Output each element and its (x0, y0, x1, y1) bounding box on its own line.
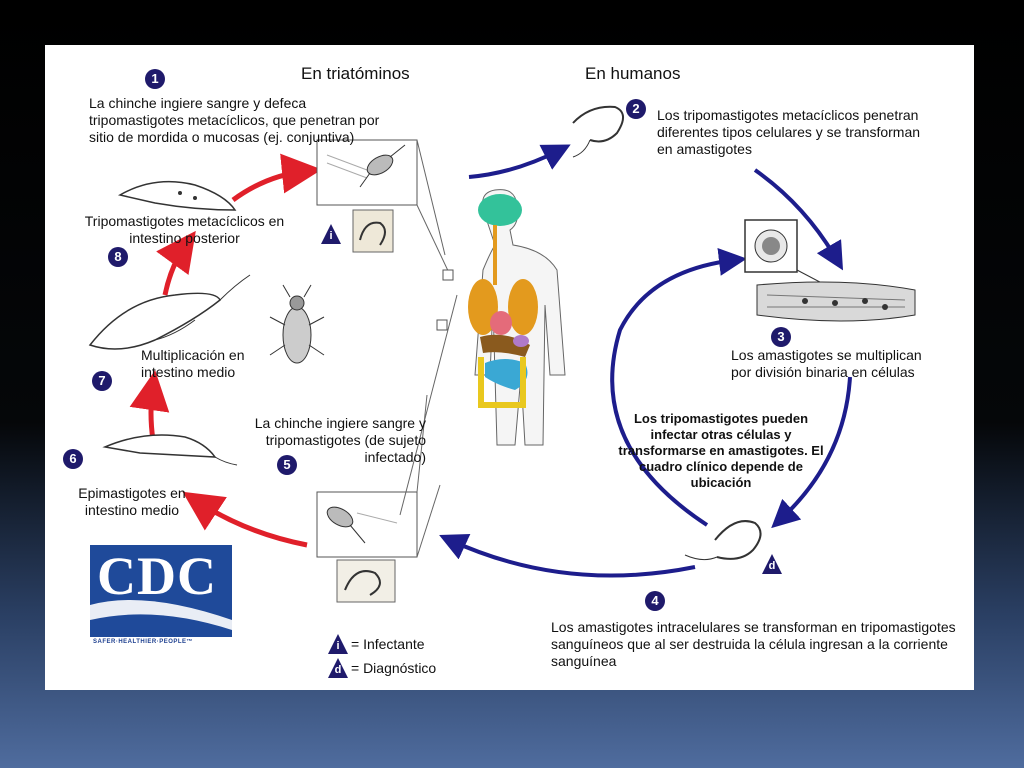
step-4-badge: 4 (645, 591, 665, 611)
step-1-text: La chinche ingiere sangre y defeca tripo… (89, 95, 380, 145)
human-figure (468, 189, 566, 446)
cdc-logo-text: CDC (97, 546, 217, 606)
step-6-text: Epimastigotes en intestino medio (78, 485, 186, 518)
step-8-badge: 8 (108, 247, 128, 267)
step-5-badge: 5 (277, 455, 297, 475)
infected-cell-box (744, 219, 798, 273)
step-2-text: Los tripomastigotes metacíclicos penetra… (657, 107, 921, 157)
step-4-text: Los amastigotes intracelulares se transf… (551, 619, 956, 669)
step-3-badge: 3 (771, 327, 791, 347)
step-7-badge: 7 (92, 371, 112, 391)
trypomastigote-box-1 (352, 209, 394, 253)
trypomastigote-2 (572, 105, 624, 143)
trypomastigote-box-5 (336, 559, 396, 603)
infective-marker-icon: i (320, 223, 342, 245)
legend-diagnostic-label: = Diagnóstico (351, 660, 437, 676)
step-6-badge: 6 (63, 449, 83, 469)
legend-infective-icon: i (327, 633, 349, 655)
trypomastigote-8 (117, 180, 237, 211)
cdc-logo-tagline: SAFER·HEALTHIER·PEOPLE™ (93, 639, 194, 645)
step-3-text: Los amastigotes se multiplican por divis… (731, 347, 922, 380)
arrow-4-to-5 (439, 533, 696, 578)
trypomastigote-4 (714, 520, 762, 560)
step-7-text: Multiplicación en intestino medio (141, 347, 245, 380)
epimastigote-7 (88, 292, 221, 350)
heart (490, 311, 512, 335)
step-2-badge: 2 (626, 99, 646, 119)
lung-right (508, 279, 538, 335)
colon (478, 357, 526, 408)
header-vector: En triatóminos (301, 64, 410, 83)
center-note: Los tripomastigotes pueden infectar otra… (618, 411, 824, 490)
step-1-badge: 1 (145, 69, 165, 89)
intestine-small (485, 359, 528, 390)
arrow-2-to-3 (753, 168, 844, 271)
brain (478, 194, 522, 226)
legend-infective-label: = Infectante (351, 636, 425, 652)
bug-feeding-box (316, 491, 418, 558)
arrow-7-to-8 (156, 230, 196, 296)
arrow-inner-loop (610, 247, 747, 527)
arrow-8-to-1 (231, 153, 322, 203)
triatomine-bug (269, 284, 325, 364)
diagnostic-marker-icon: d (761, 553, 783, 575)
arrow-6-to-7 (129, 370, 170, 441)
bug-biting-box (316, 139, 418, 206)
muscle-tissue (756, 281, 916, 322)
step-8-text: Tripomastigotes metacíclicos en intestin… (84, 213, 285, 246)
epimastigote-6 (102, 434, 217, 458)
arrow-1-to-2 (468, 144, 571, 179)
arrow-3-to-4 (771, 376, 852, 529)
diagram-graphics (88, 105, 916, 637)
lifecycle-slide: En triatóminos En humanos 1 La chinche i… (45, 45, 974, 690)
arrow-5-to-6 (182, 491, 308, 548)
header-human: En humanos (585, 64, 681, 83)
legend-diagnostic-icon: d (327, 657, 349, 679)
stomach (513, 335, 529, 347)
step-5-text: La chinche ingiere sangre y tripomastigo… (254, 415, 426, 465)
